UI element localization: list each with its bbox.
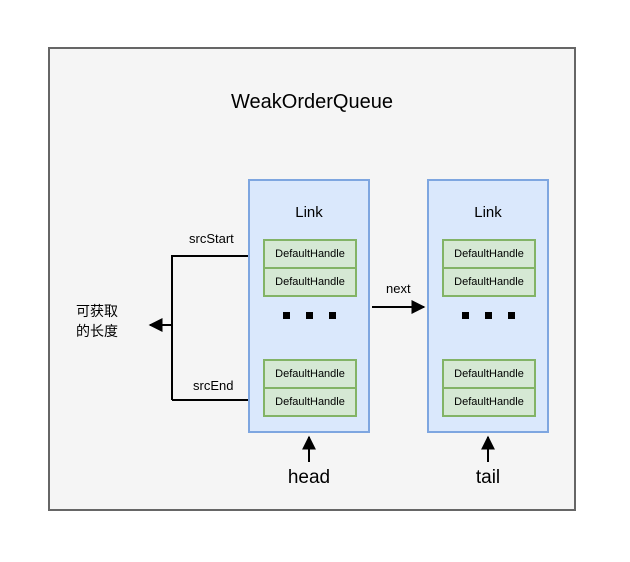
available-length-label: 可获取 的长度 [76,301,140,341]
default-handle[interactable]: DefaultHandle [263,387,357,417]
default-handle[interactable]: DefaultHandle [263,359,357,389]
dot-icon [484,312,492,319]
default-handle[interactable]: DefaultHandle [263,267,357,297]
dot-icon [282,312,290,319]
link-box-head[interactable]: Link DefaultHandle DefaultHandle Default… [248,179,370,433]
dot-icon [328,312,336,319]
head-label: head [287,467,331,488]
default-handle[interactable]: DefaultHandle [442,387,536,417]
handle-group-bottom: DefaultHandle DefaultHandle [442,359,536,417]
link-box-tail[interactable]: Link DefaultHandle DefaultHandle Default… [427,179,549,433]
handle-group-top: DefaultHandle DefaultHandle [263,239,357,297]
ellipsis-dots [429,312,547,319]
next-label: next [386,281,411,296]
handle-group-bottom: DefaultHandle DefaultHandle [263,359,357,417]
dot-icon [507,312,515,319]
src-start-label: srcStart [189,231,234,246]
link-title: Link [474,204,502,221]
available-length-line-1: 可获取 [76,303,118,319]
tail-label: tail [475,467,501,488]
default-handle[interactable]: DefaultHandle [442,359,536,389]
default-handle[interactable]: DefaultHandle [442,239,536,269]
dot-icon [305,312,313,319]
default-handle[interactable]: DefaultHandle [263,239,357,269]
available-length-line-2: 的长度 [76,323,118,339]
src-end-label: srcEnd [193,378,234,393]
handle-group-top: DefaultHandle DefaultHandle [442,239,536,297]
weak-order-queue-title: WeakOrderQueue [231,91,393,113]
link-title: Link [295,204,323,221]
ellipsis-dots [250,312,368,319]
dot-icon [461,312,469,319]
default-handle[interactable]: DefaultHandle [442,267,536,297]
